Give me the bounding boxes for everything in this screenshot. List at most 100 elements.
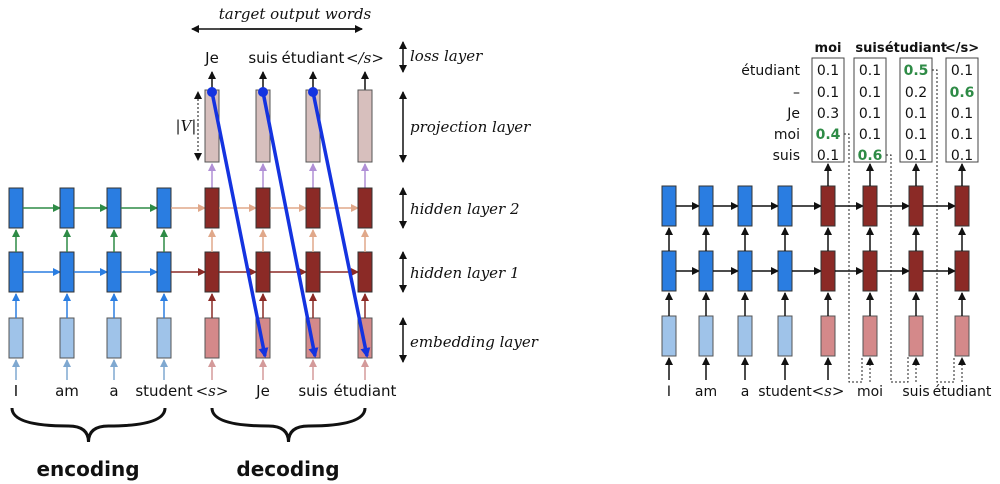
decoder-hidden2-cell (255, 187, 271, 229)
prob-value: 0.1 (905, 106, 927, 122)
input-word: student (135, 382, 192, 400)
decoder-hidden2-cell (305, 187, 321, 229)
feed-previous-output-line (210, 91, 269, 358)
input-word: étudiant (334, 382, 397, 400)
decoder-hidden2-cell (357, 187, 373, 229)
feed-dot (258, 87, 268, 97)
feedback-dotted-path (844, 133, 863, 383)
encoder-hidden1-cell (661, 250, 677, 292)
input-word: étudiant (933, 384, 992, 400)
prob-column-box (811, 57, 845, 163)
encoder-embedding-cell (59, 317, 75, 359)
encoder-hidden2-cell (106, 187, 122, 229)
decoder-hidden1-cell (820, 250, 836, 292)
output-word: étudiant (282, 49, 345, 67)
input-word: am (695, 384, 717, 400)
encoding-brace (10, 407, 167, 443)
layer-label: hidden layer 1 (410, 264, 520, 282)
encoder-hidden1-cell (737, 250, 753, 292)
projection-cell (357, 89, 373, 163)
prob-value: 0.1 (905, 127, 927, 143)
encoder-hidden1-cell (106, 251, 122, 293)
decoding-label: decoding (236, 457, 339, 481)
encoder-hidden1-cell (8, 251, 24, 293)
encoder-embedding-cell (698, 315, 714, 357)
vocab-row-label: moi (774, 127, 800, 143)
encoder-embedding-cell (737, 315, 753, 357)
vocab-row-label: – (793, 85, 800, 101)
feed-previous-output-line (261, 91, 319, 358)
decoder-hidden1-cell (862, 250, 878, 292)
input-word: <s> (812, 382, 845, 400)
input-word: Je (255, 382, 270, 400)
prob-value: 0.1 (817, 63, 839, 79)
input-word: a (741, 384, 750, 400)
prob-value: 0.4 (816, 127, 841, 143)
decoder-hidden2-cell (862, 185, 878, 227)
prob-value: 0.1 (859, 106, 881, 122)
prob-value: 0.1 (817, 85, 839, 101)
decoder-embedding-cell (820, 315, 836, 357)
decoder-hidden2-cell (954, 185, 970, 227)
vocab-size-label: |V| (176, 117, 197, 135)
encoder-embedding-cell (106, 317, 122, 359)
vocab-row-label: suis (773, 148, 800, 164)
prob-column-header: moi (815, 41, 842, 56)
prob-value: 0.1 (951, 106, 973, 122)
target-output-title: target output words (219, 5, 372, 23)
encoder-hidden2-cell (777, 185, 793, 227)
encoder-embedding-cell (8, 317, 24, 359)
encoder-hidden2-cell (156, 187, 172, 229)
prob-value: 0.1 (951, 148, 973, 164)
encoder-hidden1-cell (698, 250, 714, 292)
layer-label: hidden layer 2 (410, 200, 520, 218)
decoder-hidden1-cell (255, 251, 271, 293)
encoder-hidden2-cell (8, 187, 24, 229)
encoder-hidden2-cell (59, 187, 75, 229)
encoder-hidden2-cell (661, 185, 677, 227)
prob-value: 0.6 (858, 148, 883, 164)
prob-value: 0.2 (905, 85, 927, 101)
encoder-embedding-cell (661, 315, 677, 357)
prob-value: 0.3 (817, 106, 839, 122)
prob-value: 0.1 (859, 85, 881, 101)
input-word: suis (298, 382, 327, 400)
prob-column-box (945, 57, 979, 163)
layer-label: projection layer (410, 118, 531, 136)
feed-dot (308, 87, 318, 97)
projection-cell (305, 89, 321, 163)
input-word: moi (857, 384, 883, 400)
input-word: am (55, 382, 79, 400)
decoder-hidden2-cell (908, 185, 924, 227)
prob-value: 0.1 (951, 63, 973, 79)
prob-value: 0.6 (950, 85, 975, 101)
encoder-hidden2-cell (698, 185, 714, 227)
input-word: a (109, 382, 118, 400)
decoder-hidden1-cell (908, 250, 924, 292)
prob-value: 0.5 (904, 63, 929, 79)
feedback-dotted-path (932, 69, 955, 383)
decoding-brace (210, 407, 367, 443)
encoder-hidden1-cell (156, 251, 172, 293)
decoder-embedding-cell (954, 315, 970, 357)
input-word: <s> (196, 382, 229, 400)
encoding-label: encoding (36, 457, 139, 481)
encoder-hidden2-cell (737, 185, 753, 227)
prob-column-header: </s> (945, 41, 979, 56)
input-word: suis (902, 384, 929, 400)
prob-column-header: étudiant (885, 41, 947, 56)
decoder-hidden2-cell (820, 185, 836, 227)
vocab-row-label: Je (786, 106, 800, 122)
decoder-hidden1-cell (305, 251, 321, 293)
prob-column-header: suis (855, 41, 884, 56)
encoder-embedding-cell (777, 315, 793, 357)
input-word: I (14, 382, 18, 400)
vocab-row-label: étudiant (741, 63, 800, 79)
layer-label: embedding layer (410, 333, 539, 351)
prob-value: 0.1 (817, 148, 839, 164)
feedback-dotted-path (886, 154, 909, 383)
decoder-embedding-cell (204, 317, 220, 359)
